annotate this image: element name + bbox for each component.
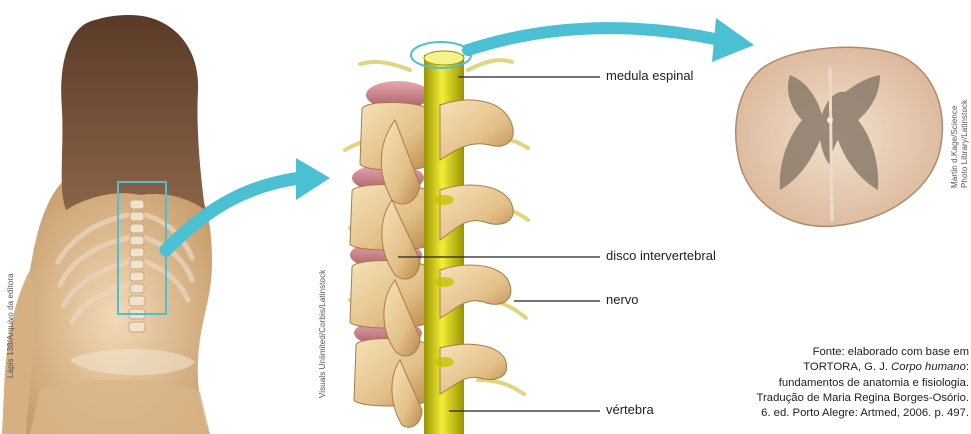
credit-right-line1: Martin d.Kage/Science [950,105,959,188]
label-intervertebral-disc: disco intervertebral [606,248,716,263]
source-line-4: Tradução de Maria Regina Borges-Osório. [669,391,969,406]
source-line-3: fundamentos de anatomia e fisiologia. [669,376,969,391]
source-line-5: 6. ed. Porto Alegre: Artmed, 2006. p. 49… [669,406,969,421]
source-citation: Fonte: elaborado com base em TORTORA, G.… [669,345,969,421]
label-spinal-cord: medula espinal [606,68,693,83]
credit-left: Lápis 138/Arquivo da editora [6,273,15,378]
credit-right-line2: Photo Library/Latinstock [960,100,969,188]
source-book-title: Corpo humano [891,361,966,373]
woman-back-figure [2,15,212,434]
label-vertebra: vértebra [606,402,654,417]
spine-column [345,42,528,434]
source-line-2: TORTORA, G. J. Corpo humano: [669,360,969,375]
spinal-cord-cross-section [736,47,943,226]
label-nerve: nervo [606,292,639,307]
source-colon: : [966,361,969,373]
source-author: TORTORA, G. J. [803,361,891,373]
credit-middle: Visuals Unlimited/Corbis/Latinstock [318,270,327,398]
source-line-1: Fonte: elaborado com base em [669,345,969,360]
arrow-to-section [468,18,754,62]
